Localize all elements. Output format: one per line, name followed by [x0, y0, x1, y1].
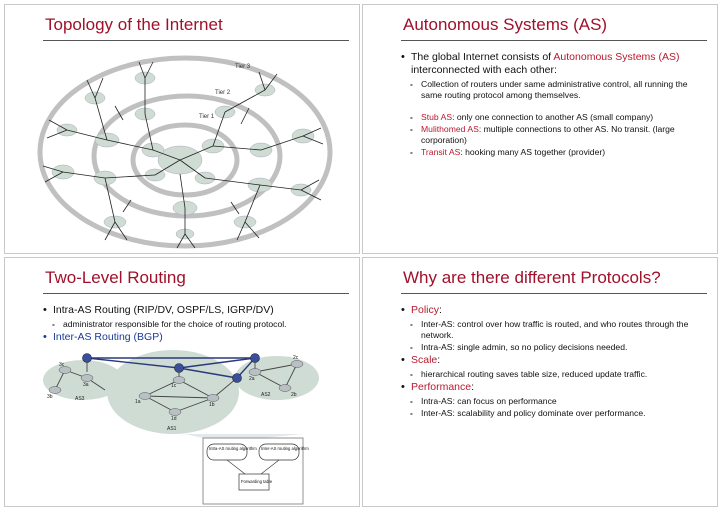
slide-different-protocols: Why are there different Protocols? Polic… [362, 257, 718, 507]
tier1-label: Tier 1 [199, 114, 215, 120]
slide-body: Intra-AS Routing (RIP/DV, OSPF/LS, IGRP/… [41, 304, 349, 346]
slide-body: The global Internet consists of Autonomo… [399, 51, 707, 159]
sub-bullet-transit-as: Transit AS: hooking many AS together (pr… [399, 147, 707, 158]
bullet-scale: Scale: [399, 354, 707, 367]
slide-title: Why are there different Protocols? [403, 268, 661, 287]
highlight-multihomed-as: Mulithomed AS [421, 124, 479, 134]
sub-bullet-multihomed-as: Mulithomed AS: multiple connections to o… [399, 124, 707, 146]
title-rule [401, 40, 707, 41]
performance-label: Performance [411, 381, 472, 393]
slide-title: Two-Level Routing [45, 268, 186, 287]
scale-label: Scale [411, 354, 438, 366]
bullet-performance: Performance: [399, 381, 707, 394]
bullet-text: The global Internet consists of [411, 51, 554, 63]
title-rule [43, 40, 349, 41]
stub-as-text: : only one connection to another AS (sma… [452, 112, 654, 122]
label-1c: 1c [171, 383, 177, 389]
label-as2: AS2 [261, 392, 271, 398]
multihomed-as-text: : multiple connections to other AS. No t… [421, 124, 675, 145]
slide-body: Policy: Inter-AS: control over how traff… [399, 304, 707, 420]
bullet-text-end: interconnected with each other: [411, 64, 557, 76]
bullet-global-internet: The global Internet consists of Autonomo… [399, 51, 707, 77]
sub-bullet-administrator: administrator responsible for the choice… [41, 319, 349, 330]
title-rule [43, 293, 349, 294]
transit-as-text: : hooking many AS together (provider) [460, 147, 606, 157]
colon: : [439, 304, 442, 316]
sub-bullet-policy-intra: Intra-AS: single admin, so no policy dec… [399, 342, 707, 353]
two-level-routing-figure: 3c 3a 3b AS3 1c 1a 1b 1d AS1 2c 2a 2b AS… [43, 350, 319, 505]
highlight-stub-as: Stub AS [421, 112, 453, 122]
slide-autonomous-systems: Autonomous Systems (AS) The global Inter… [362, 4, 718, 254]
label-1d: 1d [171, 416, 177, 422]
sub-bullet-perf-inter: Inter-AS: scalability and policy dominat… [399, 408, 707, 419]
inter-as-routing-algorithm: Inter-AS routing algorithm [261, 446, 309, 451]
highlight-transit-as: Transit AS [421, 147, 461, 157]
slide-two-level-routing: Two-Level Routing Intra-AS Routing (RIP/… [4, 257, 360, 507]
policy-label: Policy [411, 304, 440, 316]
title-rule [401, 293, 707, 294]
slide-topology: Topology of the Internet [4, 4, 360, 254]
sub-bullet-scale: hierarchical routing saves table size, r… [399, 369, 707, 380]
label-2a: 2a [249, 376, 255, 382]
label-2b: 2b [291, 392, 297, 398]
label-3b: 3b [47, 394, 53, 400]
label-2c: 2c [293, 355, 299, 361]
internet-topology-figure: Tier 3 Tier 2 Tier 1 [37, 55, 333, 249]
label-1a: 1a [135, 399, 141, 405]
label-as1: AS1 [167, 426, 177, 432]
bullet-inter-as-bgp: Inter-AS Routing (BGP) [41, 331, 349, 344]
colon: : [471, 381, 475, 393]
slide-title: Autonomous Systems (AS) [403, 15, 608, 34]
sub-bullet-policy-inter: Inter-AS: control over how traffic is ro… [399, 319, 707, 341]
sub-bullet-perf-intra: Intra-AS: can focus on performance [399, 396, 707, 407]
forwarding-table: Forwarding table [241, 479, 273, 484]
label-1b: 1b [209, 402, 215, 408]
tier2-label: Tier 2 [215, 90, 231, 96]
colon: : [437, 354, 441, 366]
label-3c: 3c [59, 362, 65, 368]
tier3-label: Tier 3 [235, 64, 251, 70]
bullet-policy: Policy: [399, 304, 707, 317]
sub-bullet-collection: Collection of routers under same adminis… [399, 79, 707, 101]
highlight-autonomous-systems: Autonomous Systems (AS) [553, 51, 680, 63]
sub-bullet-stub-as: Stub AS: only one connection to another … [399, 112, 707, 123]
bullet-intra-as: Intra-AS Routing (RIP/DV, OSPF/LS, IGRP/… [41, 304, 349, 317]
slide-title: Topology of the Internet [45, 15, 223, 34]
label-3a: 3a [83, 382, 89, 388]
label-as3: AS3 [75, 396, 85, 402]
intra-as-routing-algorithm: Intra-AS routing algorithm [209, 446, 257, 451]
